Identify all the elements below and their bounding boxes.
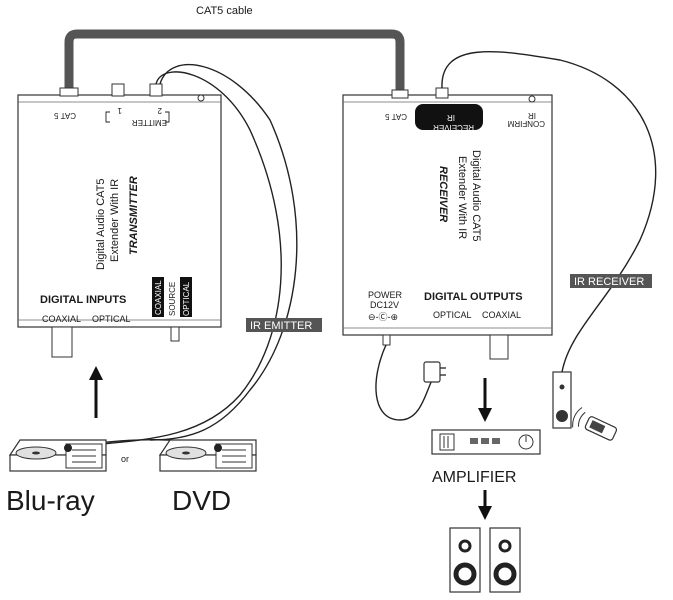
emitter-label: EMITTER	[132, 118, 167, 127]
amplifier-icon	[431, 429, 541, 455]
arrow-down-2-icon	[478, 490, 492, 520]
cat5-cable	[64, 29, 405, 97]
ir-receiver-badge-line1: IR	[447, 113, 455, 122]
cat5-cable-label: CAT5 cable	[196, 5, 253, 17]
ir-receiver-cable	[441, 51, 657, 373]
or-label: or	[121, 454, 129, 464]
source-coaxial-chip	[152, 277, 164, 317]
ir-receiver-eye-icon	[552, 371, 572, 429]
remote-control-icon	[572, 407, 618, 441]
transmitter-cat5-label: CAT 5	[54, 111, 76, 120]
emitter-1-label: 1	[117, 106, 122, 115]
transmitter-coaxial-label: COAXIAL	[42, 314, 81, 324]
ir-receiver-tag-text: IR RECEIVER	[574, 276, 644, 288]
ir-receiver-port	[435, 87, 449, 99]
polarity-label: ⊖-Ⓒ-⊕	[368, 312, 398, 322]
emitter-port-2	[149, 83, 163, 97]
power-adapter-icon	[423, 361, 446, 383]
dvd-player-icon	[158, 439, 257, 472]
source-coaxial-label: COAXIAL	[154, 280, 163, 315]
coaxial-output-jack	[489, 334, 509, 360]
transmitter-title-line3: TRANSMITTER	[128, 176, 140, 255]
receiver-title-line1: Digital Audio CAT5	[470, 150, 482, 242]
transmitter-title-line1: Digital Audio CAT5	[95, 178, 107, 270]
amplifier-label: AMPLIFIER	[432, 469, 516, 486]
source-optical-chip	[180, 277, 192, 317]
receiver-title-line2: Extender With IR	[456, 156, 468, 239]
ir-confirm-line2: CONFIRM	[507, 119, 545, 128]
arrow-down-icon	[478, 378, 492, 422]
ir-receiver-badge	[415, 104, 483, 130]
bluray-player-icon	[8, 439, 107, 472]
emitter-port-1	[111, 83, 125, 97]
receiver-cat5-port	[391, 89, 409, 99]
transmitter-cat5-port	[59, 87, 79, 97]
optical-input-port	[170, 326, 180, 342]
speaker-left-icon	[449, 527, 481, 593]
receiver-section-label: DIGITAL OUTPUTS	[424, 291, 523, 303]
transmitter-unit: CAT 5 1 2 EMITTER Digital Audio CAT5 Ext…	[17, 83, 222, 358]
transmitter-section-label: DIGITAL INPUTS	[40, 294, 126, 306]
coaxial-input-jack	[51, 326, 73, 358]
receiver-coaxial-label: COAXIAL	[482, 310, 521, 320]
ir-emitter-cable-a	[149, 63, 298, 441]
dc12v-label: DC12V	[370, 300, 399, 310]
ir-confirm-line1: IR	[528, 111, 536, 120]
transmitter-title-line2: Extender With IR	[109, 179, 121, 262]
speaker-right-icon	[489, 527, 521, 593]
arrow-up-icon	[89, 366, 103, 418]
ir-emitter-tag-text: IR EMITTER	[250, 320, 312, 332]
transmitter-optical-label: OPTICAL	[92, 314, 131, 324]
receiver-optical-label: OPTICAL	[433, 310, 472, 320]
power-cable	[375, 344, 433, 421]
source-optical-label: OPTICAL	[182, 281, 191, 316]
receiver-title-line3: RECEIVER	[437, 166, 449, 222]
ir-emitter-tag	[246, 318, 322, 332]
bluray-label: Blu-ray	[6, 485, 95, 516]
receiver-unit: CAT 5 IR RECEIVER IR CONFIRM Digital Aud…	[342, 87, 553, 360]
receiver-cat5-label: CAT 5	[385, 112, 407, 121]
power-jack	[382, 334, 391, 346]
ir-receiver-badge-line2: RECEIVER	[433, 123, 474, 132]
receiver-box	[342, 94, 553, 336]
power-label: POWER	[368, 290, 403, 300]
dvd-label: DVD	[172, 485, 231, 516]
emitter-2-label: 2	[157, 106, 162, 115]
ir-emitter-cable-b	[79, 71, 282, 447]
ir-receiver-tag	[570, 274, 652, 288]
source-label: SOURCE	[168, 282, 177, 316]
